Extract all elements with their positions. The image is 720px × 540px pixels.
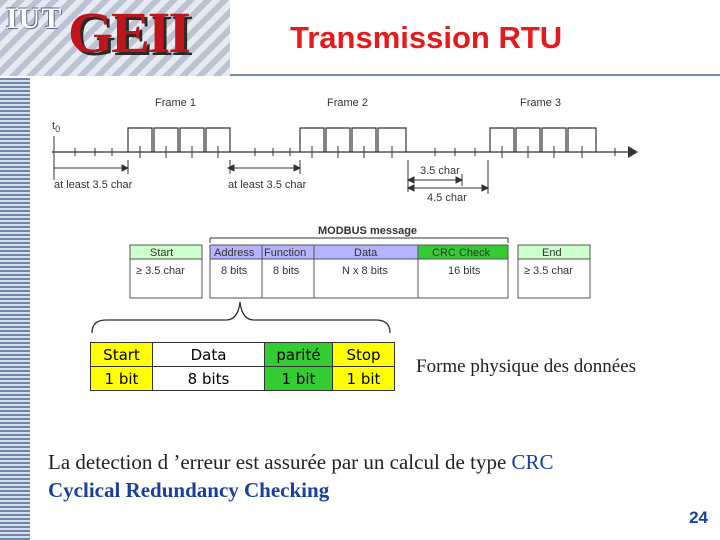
char-45-arrow: [406, 160, 490, 194]
side-decoration-bar: [0, 78, 30, 540]
byte-data-size: 8 bits: [152, 366, 265, 391]
title-divider: [230, 74, 720, 76]
frame-3-label: Frame 3: [520, 97, 561, 109]
byte-parity-label: parité: [264, 342, 333, 367]
field-end: End ≥ 3.5 char: [517, 244, 591, 299]
byte-start-size: 1 bit: [90, 366, 153, 391]
byte-format-labels-row: Start Data parité Stop: [90, 342, 395, 367]
field-crc-size: 16 bits: [448, 265, 481, 277]
t0-label: t0: [52, 120, 60, 134]
page-title: Transmission RTU: [290, 20, 563, 55]
frame-1-blocks: [127, 127, 231, 152]
char-35-arrow: [406, 160, 464, 192]
field-function-name: Function: [264, 247, 306, 259]
field-data-size: N x 8 bits: [342, 265, 388, 277]
logo-geii-text: GEII: [68, 0, 191, 65]
char-45-label: 4.5 char: [427, 192, 467, 204]
frame-3-ticks: [501, 146, 583, 158]
crc-description-text: La detection d ’erreur est assurée par u…: [48, 450, 512, 474]
modbus-message-label: MODBUS message: [318, 225, 417, 237]
frame-1-ticks: [139, 146, 219, 158]
field-end-name: End: [542, 247, 562, 259]
frame-2-label: Frame 2: [327, 97, 368, 109]
byte-parity-size: 1 bit: [264, 366, 333, 391]
page-number: 24: [689, 508, 708, 527]
crc-full-name: Cyclical Redundancy Checking: [48, 478, 330, 502]
byte-format-sizes-row: 1 bit 8 bits 1 bit 1 bit: [90, 366, 395, 391]
field-start: Start ≥ 3.5 char: [129, 244, 203, 299]
char-35-label: 3.5 char: [420, 165, 460, 177]
byte-stop-size: 1 bit: [332, 366, 395, 391]
frame-1-label: Frame 1: [155, 97, 196, 109]
gap-2-label: at least 3.5 char: [228, 179, 307, 191]
field-start-name: Start: [150, 247, 173, 259]
curly-brace: [91, 301, 391, 334]
field-start-size: ≥ 3.5 char: [136, 265, 185, 277]
iut-geii-logo: IUT GEII: [0, 0, 230, 76]
timeline-ticks: [74, 148, 616, 156]
gap-1-arrow: [54, 160, 130, 174]
physical-format-caption: Forme physique des données: [416, 356, 637, 377]
field-end-size: ≥ 3.5 char: [524, 265, 573, 277]
field-address: Address 8 bits: [209, 244, 263, 299]
timeline-arrow: [628, 146, 638, 158]
logo-iut-text: IUT: [6, 2, 63, 35]
field-crc-name: CRC Check: [432, 247, 491, 259]
crc-description: La detection d ’erreur est assurée par u…: [48, 450, 554, 475]
byte-stop-label: Stop: [332, 342, 395, 367]
gap-2-arrow: [226, 160, 302, 174]
field-function-size: 8 bits: [273, 265, 300, 277]
rtu-frame-diagram: Frame 1 Frame 2 Frame 3 t0: [52, 97, 638, 334]
byte-format-table: Start Data parité Stop 1 bit 8 bits 1 bi…: [90, 342, 395, 391]
frame-2-blocks: [299, 127, 407, 152]
crc-term: CRC: [511, 450, 554, 474]
field-address-size: 8 bits: [221, 265, 248, 277]
frame-2-ticks: [311, 146, 393, 158]
frame-3-blocks: [489, 127, 597, 152]
byte-start-label: Start: [90, 342, 153, 367]
field-address-name: Address: [214, 247, 255, 259]
field-function: Function 8 bits: [261, 244, 315, 299]
gap-1-label: at least 3.5 char: [54, 179, 133, 191]
field-data: Data N x 8 bits: [313, 244, 419, 299]
field-crc: CRC Check 16 bits: [417, 244, 509, 299]
field-data-name: Data: [354, 247, 378, 259]
byte-data-label: Data: [152, 342, 265, 367]
